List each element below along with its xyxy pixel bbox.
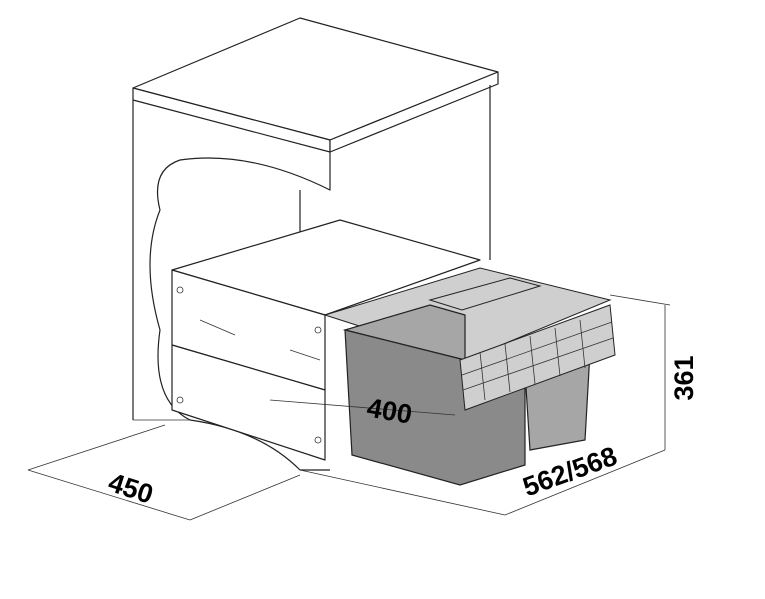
- dim-562-568: 562/568: [519, 441, 621, 503]
- dim-450: 450: [105, 467, 157, 509]
- waste-bins: [323, 267, 616, 486]
- worktop-top: [132, 17, 499, 141]
- dim-361: 361: [669, 355, 699, 400]
- bin-lid-tray: [428, 277, 542, 311]
- worktop-side-edge: [329, 71, 499, 153]
- cabinet: [132, 17, 499, 471]
- dimension-lines: [27, 294, 671, 521]
- drawer-lower-panel: [171, 344, 326, 461]
- drawer-frame: [171, 219, 481, 461]
- bin-frame-rack: [459, 304, 616, 411]
